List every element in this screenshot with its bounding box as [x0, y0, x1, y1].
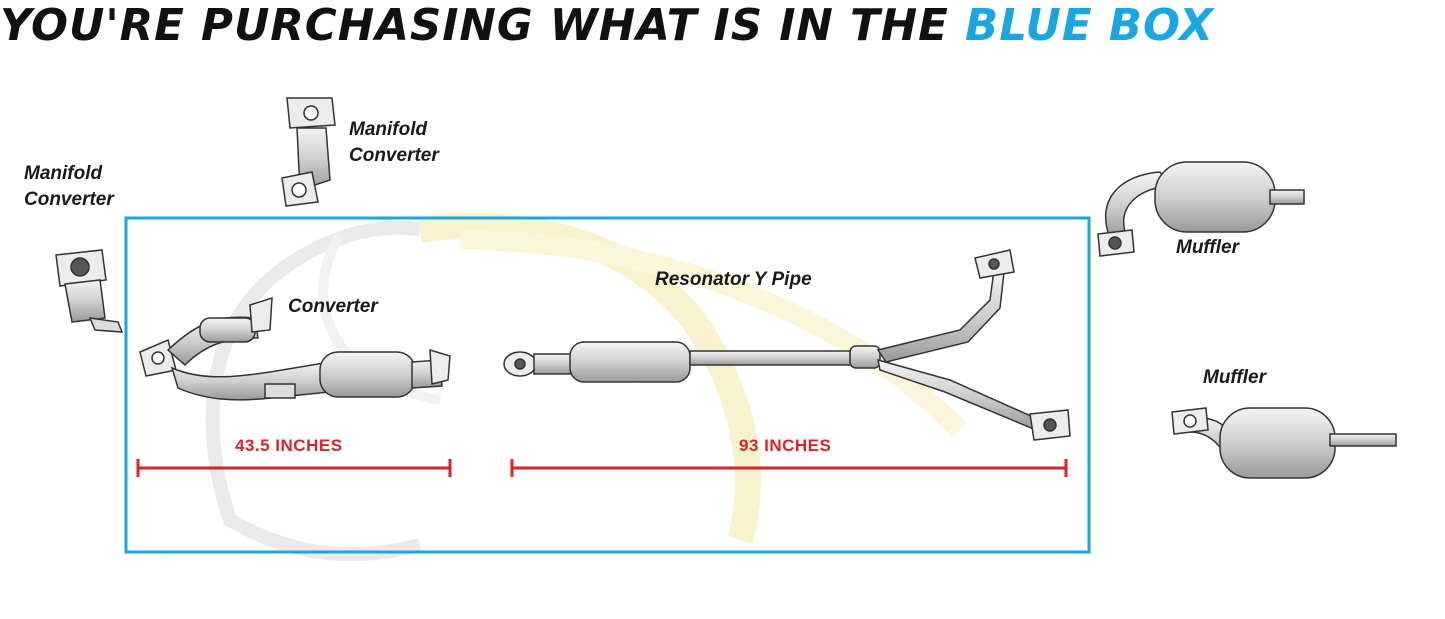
blue-box [124, 216, 1091, 554]
manifold-converter-left-line2: Converter [24, 189, 114, 210]
resonator-y-pipe-part [503, 249, 1071, 441]
resonator-y-pipe-label: Resonator Y Pipe [655, 269, 812, 290]
resonator-measurement-label: 93 INCHES [739, 436, 832, 455]
muffler-bottom-label: Muffler [1203, 367, 1266, 388]
muffler-top-label: Muffler [1176, 237, 1239, 258]
manifold-converter-left-line1: Manifold [24, 163, 103, 184]
manifold-converter-top-part [281, 97, 336, 207]
resonator-measurement-line [510, 459, 1068, 477]
manifold-converter-left-part [55, 249, 124, 333]
converter-measurement-line [136, 459, 452, 477]
manifold-converter-top-line1: Manifold [349, 119, 428, 140]
muffler-top-part [1097, 161, 1305, 257]
manifold-converter-left-label: Manifold Converter [24, 161, 114, 213]
converter-label: Converter [288, 296, 378, 317]
manifold-converter-top-label: Manifold Converter [349, 117, 439, 169]
headline: YOU'RE PURCHASING WHAT IS IN THE BLUE BO… [0, 0, 1430, 56]
manifold-converter-top-line2: Converter [349, 145, 439, 166]
headline-prefix: YOU'RE PURCHASING WHAT IS IN THE [0, 0, 966, 51]
converter-measurement-label: 43.5 INCHES [235, 436, 343, 455]
converter-part [139, 296, 451, 401]
headline-highlight: BLUE BOX [965, 0, 1214, 51]
muffler-bottom-part [1171, 407, 1397, 479]
